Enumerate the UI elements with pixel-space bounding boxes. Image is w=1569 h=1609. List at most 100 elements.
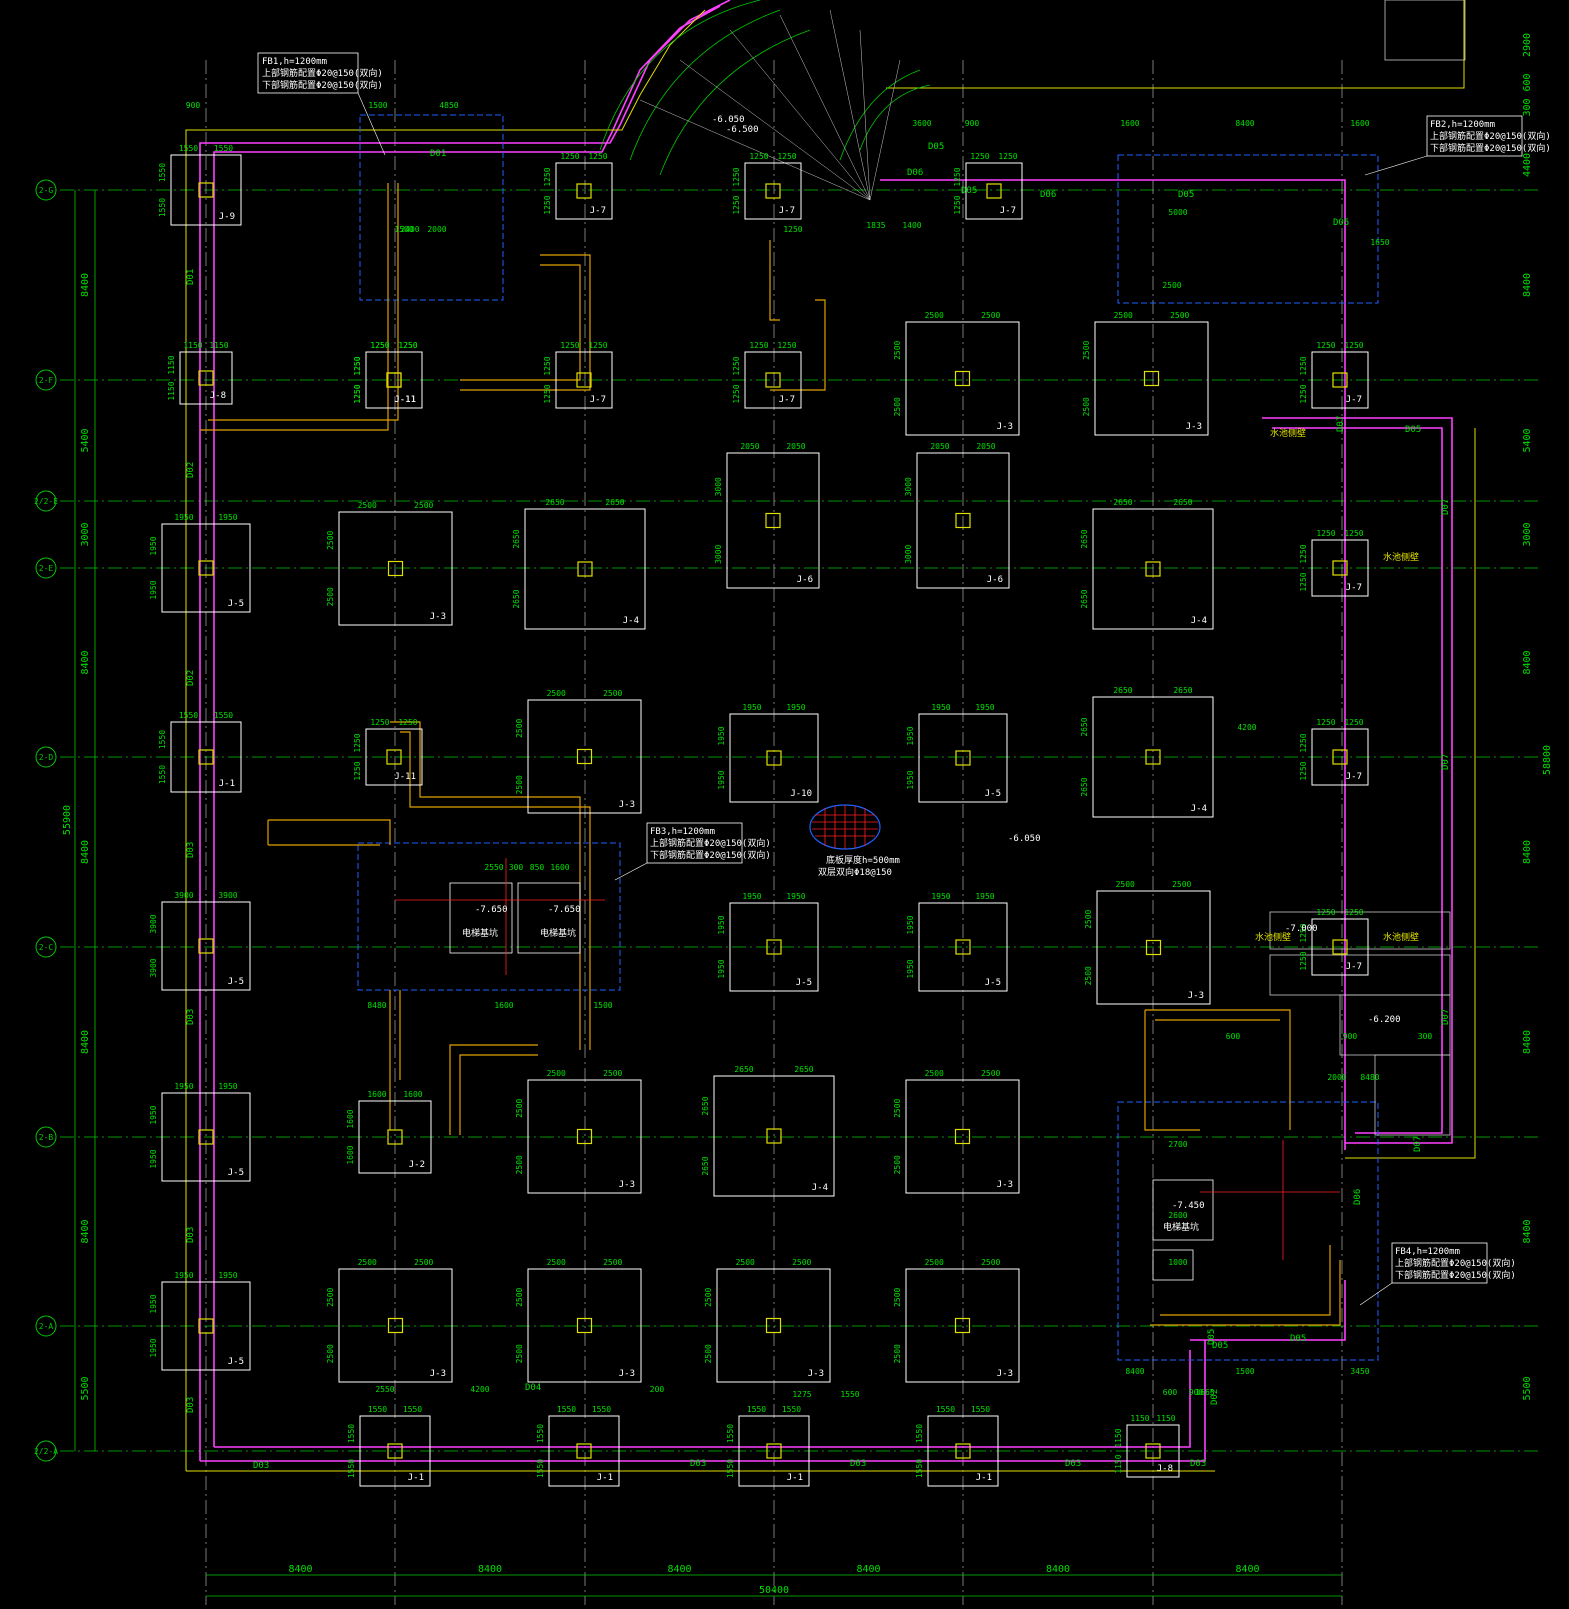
footing-width-dim: 1150: [1156, 1414, 1175, 1423]
footing-width-dim: 1250: [370, 718, 389, 727]
footing-height-dim: 1600: [346, 1109, 355, 1128]
footing-width-dim: 1250: [777, 152, 796, 161]
footing-width-dim: 2500: [547, 1258, 566, 1267]
axis-bubble-label: 2-A: [39, 1322, 54, 1331]
footing-height-dim: 2500: [893, 1287, 902, 1306]
footing-width-dim: 1250: [560, 341, 579, 350]
column-stub: [198, 938, 214, 954]
beam-label-right: D07: [1336, 416, 1346, 432]
footing-height-dim: 2650: [512, 589, 521, 608]
footing-width-dim: 1250: [588, 152, 607, 161]
beam-label-top: D01: [430, 149, 446, 159]
footing-height-dim: 2500: [326, 1344, 335, 1363]
footing-label: J-5: [985, 789, 1001, 799]
axis-bubble-2-E: 2-E: [35, 557, 57, 579]
beam-label-left: D03: [186, 1009, 196, 1025]
axis-bubble-2-A: 2-A: [35, 1315, 57, 1337]
right-dim-label: 3000: [1522, 522, 1533, 546]
footing-height-dim: 1250: [1299, 384, 1308, 403]
footing-width-dim: 2050: [976, 442, 995, 451]
misc-dim-label: 5000: [1168, 208, 1187, 217]
right-dimension-labels: 2900600300440084005400300084008400840084…: [1522, 33, 1553, 1401]
bottom-dim-label: 8400: [667, 1564, 691, 1575]
right-dim-label: 8400: [1522, 273, 1533, 297]
beam-label-bottom: D05: [1290, 1334, 1306, 1344]
footing-width-dim: 2500: [358, 1258, 377, 1267]
column-stub: [766, 1443, 782, 1459]
column-stub: [955, 939, 971, 955]
column-stub: [955, 512, 971, 529]
footing-width-dim: 2500: [981, 1069, 1000, 1078]
footing-width-dim: 1950: [742, 703, 761, 712]
column-stub: [955, 750, 971, 766]
column-stub: [386, 372, 402, 388]
footing-width-dim: 1950: [786, 892, 805, 901]
footing-width-dim: 1950: [174, 513, 193, 522]
footing-height-dim: 1250: [543, 167, 552, 186]
right-dim-label: 300: [1522, 98, 1533, 116]
footing-height-dim: 1250: [543, 384, 552, 403]
footing-width-dim: 1250: [370, 341, 389, 350]
footing-height-dim: 2500: [1084, 909, 1093, 928]
footing-width-dim: 2650: [1113, 686, 1132, 695]
footing-width-dim: 1550: [747, 1405, 766, 1414]
footing-label: J-6: [797, 575, 813, 585]
footing-height-dim: 2650: [1080, 717, 1089, 736]
footing-label: J-5: [985, 978, 1001, 988]
footing-width-dim: 1250: [998, 152, 1017, 161]
footing-height-dim: 2500: [1084, 966, 1093, 985]
axis-bubbles: 2-G2-F2/2-E2-E2-D2-C2-B2-A2/2-A: [34, 179, 58, 1462]
footing-width-dim: 1150: [1130, 1414, 1149, 1423]
footing-height-dim: 2500: [515, 1344, 524, 1363]
misc-dim-label: 1250: [783, 225, 802, 234]
misc-dim-label: 2600: [1168, 1211, 1187, 1220]
beam-label-left: D03: [186, 842, 196, 858]
fb4-note: FB4,h=1200mm 上部钢筋配置Φ20@150(双向) 下部钢筋配置Φ20…: [1359, 1242, 1516, 1306]
footing-width-dim: 2650: [1113, 498, 1132, 507]
water-wall-label-2: 水池侧壁: [1383, 551, 1419, 563]
level-7650-b: -7.650: [548, 905, 581, 915]
footing-height-dim: 2650: [1080, 777, 1089, 796]
misc-dim-label: 2550: [375, 1385, 394, 1394]
level-6200: -6.200: [1368, 1015, 1401, 1025]
footing-height-dim: 1550: [347, 1424, 356, 1443]
column-stub: [387, 560, 404, 577]
footing-width-dim: 2500: [736, 1258, 755, 1267]
axis-bubble-label: 2-C: [39, 943, 54, 952]
column-stub: [576, 1443, 592, 1459]
footing-label: J-2: [409, 1160, 425, 1170]
column-stub: [386, 749, 402, 765]
footing-height-dim: 1250: [353, 733, 362, 752]
beam-label-top: D05: [1178, 190, 1194, 200]
fb2-title: FB2,h=1200mm: [1430, 120, 1495, 130]
footing-height-dim: 1150: [167, 381, 176, 400]
right-dim-label: 2900: [1522, 33, 1533, 57]
footing-height-dim: 1950: [717, 770, 726, 789]
footing-height-dim: 2500: [326, 1287, 335, 1306]
footing-height-dim: 1550: [726, 1459, 735, 1478]
fb1-bottom-rebar: 下部钢筋配置Φ20@150(双向): [262, 79, 383, 91]
footing-height-dim: 1250: [953, 195, 962, 214]
bottom-dim-label: 8400: [1235, 1564, 1259, 1575]
footing-width-dim: 1950: [218, 1082, 237, 1091]
footing-width-dim: 2500: [603, 689, 622, 698]
footing-width-dim: 1250: [749, 152, 768, 161]
beam-label-right: D07: [1413, 1136, 1423, 1152]
water-wall-label-3: 水池侧壁: [1383, 931, 1419, 943]
